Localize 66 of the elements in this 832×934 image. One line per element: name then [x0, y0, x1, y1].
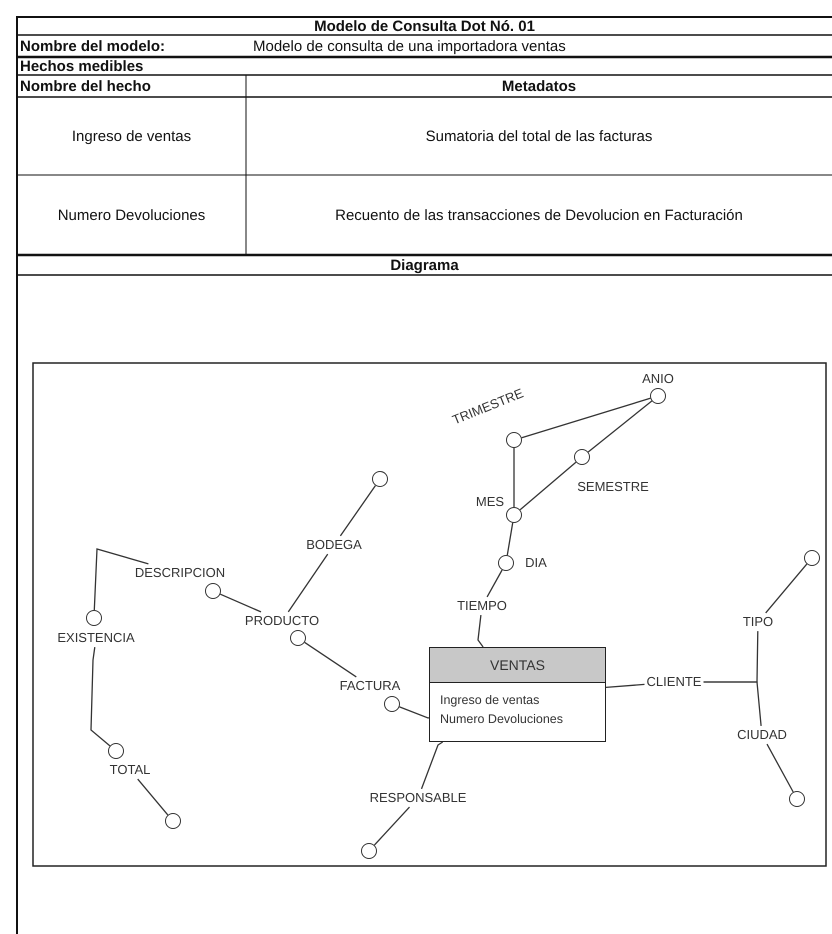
fact-header: VENTAS	[430, 648, 605, 683]
connector-line	[94, 548, 149, 610]
field-label: Nombre del modelo:	[19, 36, 166, 56]
connector-line	[486, 570, 503, 598]
section-heading: Diagrama	[389, 256, 460, 275]
attribute-label: DESCRIPCION	[134, 566, 226, 580]
connector-line	[304, 642, 357, 678]
attribute-label: SEMESTRE	[577, 480, 649, 494]
connector-line	[220, 594, 262, 612]
attribute-circle	[574, 449, 590, 465]
connector-line	[522, 398, 650, 438]
attribute-label: CIUDAD	[737, 728, 787, 742]
attribute-label: PRODUCTO	[244, 614, 320, 628]
attribute-circle	[290, 630, 306, 646]
attribute-label: FACTURA	[340, 678, 400, 694]
attribute-label: RESPONSABLE	[370, 790, 466, 806]
connector-line	[606, 684, 645, 688]
attribute-circle	[372, 471, 388, 487]
measure-text: Ingreso de ventas	[440, 692, 540, 709]
attribute-label: ANIO	[642, 372, 674, 386]
table-title: Modelo de Consulta Dot Nó. 01	[313, 17, 536, 35]
attribute-circle	[498, 555, 514, 571]
attribute-circle	[86, 610, 102, 626]
attribute-circle	[650, 388, 666, 404]
measure-text: Numero Devoluciones	[440, 711, 563, 728]
connector-line	[90, 647, 110, 746]
attribute-circle	[205, 583, 221, 599]
attribute-label: TOTAL	[110, 762, 150, 778]
connector-line	[513, 448, 515, 507]
connector-line	[399, 706, 430, 719]
attribute-circle	[804, 550, 820, 566]
column-header: Nombre del hecho	[19, 76, 152, 96]
connector-line	[765, 564, 808, 614]
connector-line	[704, 681, 762, 726]
connector-line	[340, 485, 376, 536]
attribute-label: DIA	[525, 556, 547, 570]
field-value: Modelo de consulta de una importadora ventas	[252, 36, 567, 56]
fact-name-text: Ingreso de ventas	[70, 126, 192, 146]
attribute-label: CLIENTE	[646, 674, 702, 690]
attribute-circle	[108, 743, 124, 759]
metadata-text: Recuento de las transacciones de Devolucion en Facturación	[334, 206, 744, 226]
attribute-label: TIPO	[742, 614, 774, 630]
column-header: Metadatos	[500, 76, 578, 96]
attribute-circle	[384, 696, 400, 712]
attribute-circle	[789, 791, 805, 807]
attribute-label: EXISTENCIA	[57, 630, 135, 646]
connector-line	[477, 615, 484, 648]
connector-line	[137, 778, 168, 816]
section-heading: Hechos medibles	[19, 57, 144, 75]
connector-line	[288, 554, 328, 612]
connector-line	[766, 744, 794, 792]
attribute-label: MES	[476, 494, 504, 510]
fact-name-text: Numero Devoluciones	[56, 206, 206, 226]
metadata-text: Sumatoria del total de las facturas	[424, 126, 654, 146]
attribute-label: BODEGA	[306, 538, 362, 552]
attribute-circle	[506, 432, 522, 448]
connector-line	[374, 806, 410, 846]
fact-box	[429, 647, 606, 742]
connector-line	[420, 741, 444, 790]
connector-line	[520, 462, 576, 510]
attribute-circle	[165, 813, 181, 829]
attribute-label: TIEMPO	[457, 598, 507, 614]
attribute-circle	[506, 507, 522, 523]
connector-line	[588, 400, 652, 452]
attribute-circle	[361, 843, 377, 859]
connector-line	[506, 522, 514, 556]
